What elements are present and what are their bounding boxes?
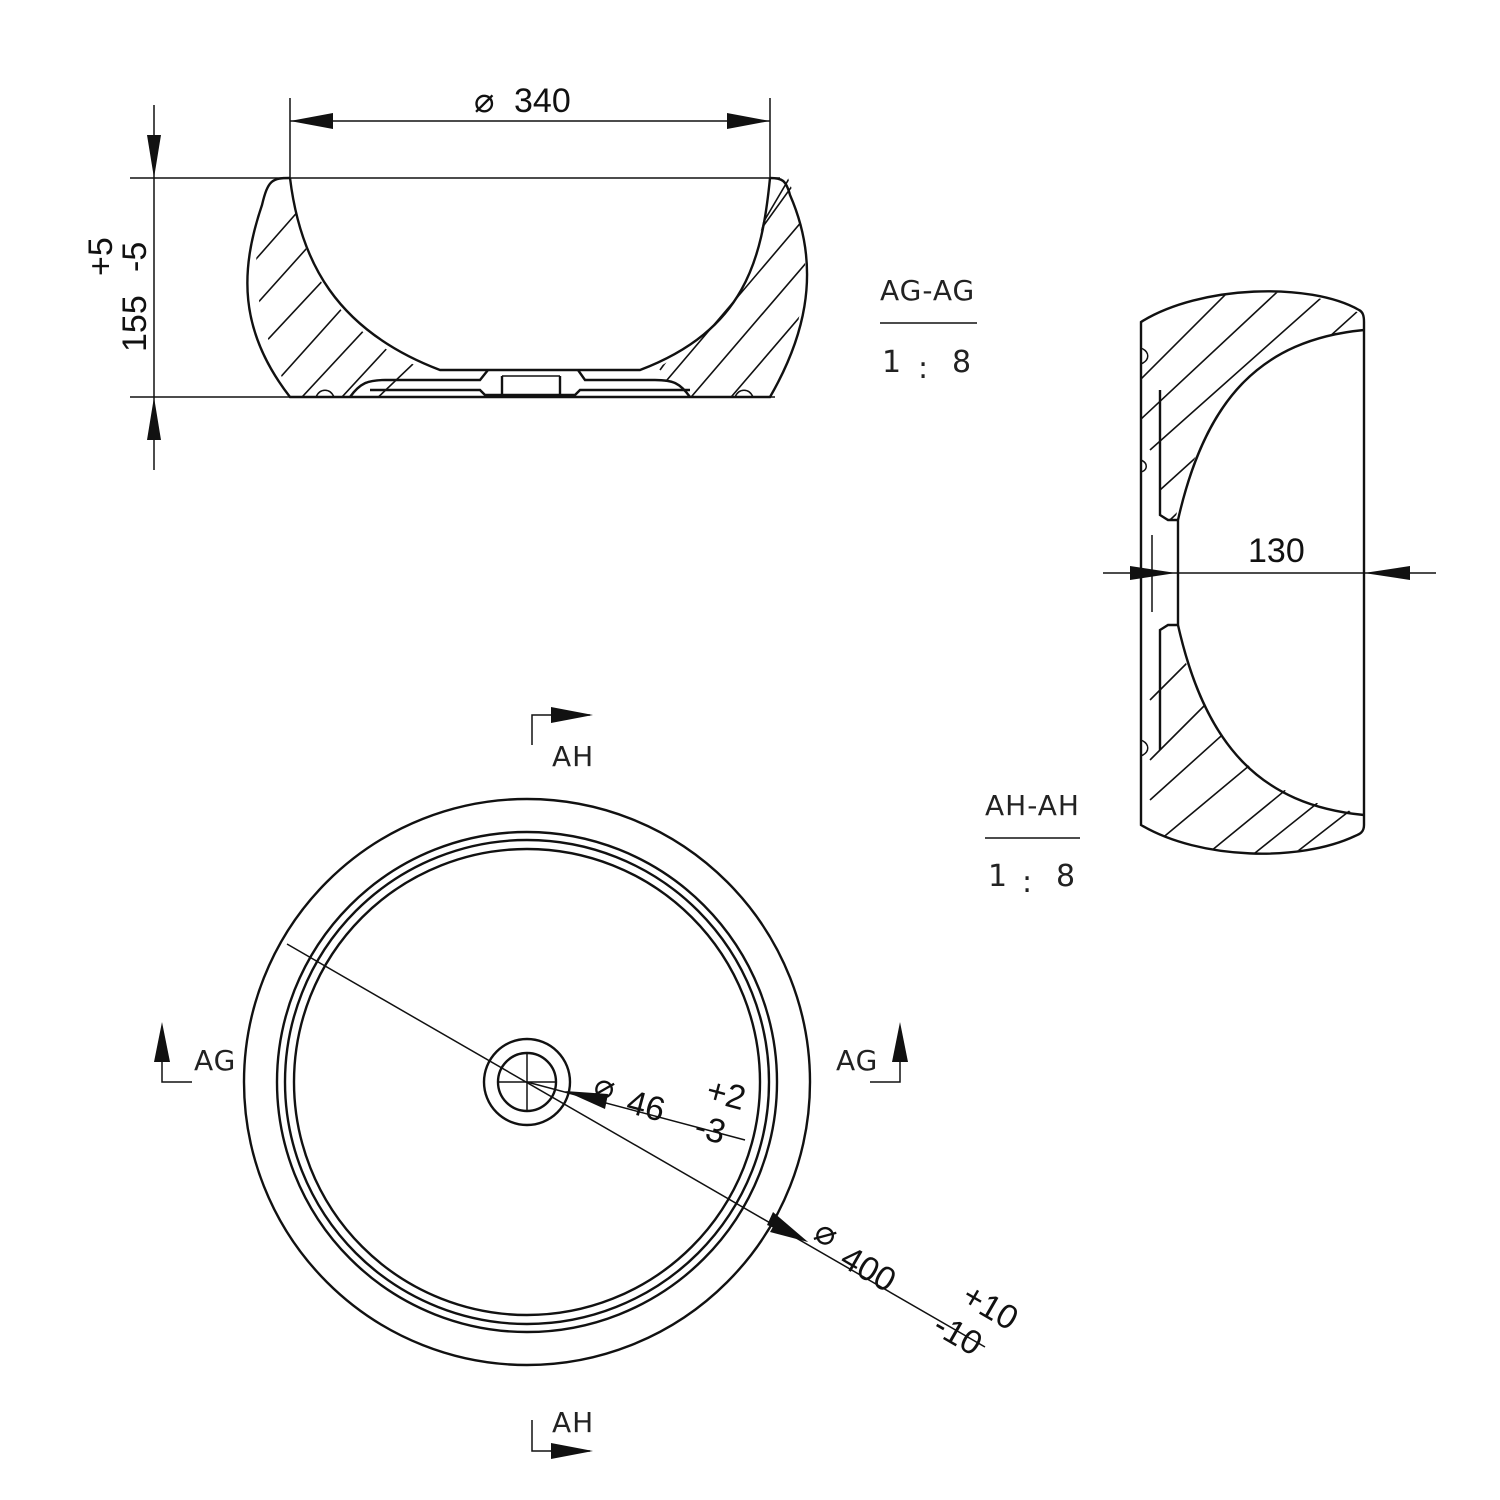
outer-rim-circle bbox=[242, 797, 812, 1367]
dim-line-400 bbox=[286, 943, 986, 1348]
marker-ag-right-label: AG bbox=[836, 1044, 878, 1077]
drain-tol-lower: -3 bbox=[691, 1107, 730, 1152]
rim-inner-circle bbox=[275, 830, 779, 1334]
dim-line-46 bbox=[526, 1081, 746, 1141]
section-ah-scale-8: 8 bbox=[1056, 859, 1075, 894]
section-ag-scale-8: 8 bbox=[952, 345, 971, 380]
base-detail-right bbox=[577, 369, 691, 398]
section-ah-title: AH-AH bbox=[985, 789, 1080, 822]
drain-diameter-symbol: ⌀ bbox=[590, 1066, 620, 1108]
section-ah-scale-colon: : bbox=[1022, 865, 1032, 900]
basin-side-outer bbox=[1139, 290, 1366, 855]
marker-ah-top-label: AH bbox=[552, 740, 594, 773]
basin-inner-bowl bbox=[288, 177, 772, 372]
section-marker-ag-right: AG bbox=[836, 1022, 908, 1083]
base-detail-left bbox=[349, 369, 489, 398]
diameter-symbol: ⌀ bbox=[474, 82, 494, 120]
hatch-left bbox=[256, 178, 430, 397]
section-marker-ah-top: AH bbox=[531, 707, 594, 773]
basin-outer-profile bbox=[246, 176, 809, 399]
section-marker-ag-left: AG bbox=[154, 1022, 236, 1083]
outer-diameter-label: 400 bbox=[834, 1239, 902, 1300]
marker-ah-bottom-label: AH bbox=[552, 1406, 594, 1439]
drain-diameter-label: 46 bbox=[623, 1083, 669, 1129]
section-ah-scale-1: 1 bbox=[988, 859, 1007, 894]
base-recess-line bbox=[370, 388, 690, 397]
drain-outer-circle bbox=[482, 1037, 572, 1127]
section-ag-title: AG-AG bbox=[880, 274, 975, 307]
marker-ag-left-label: AG bbox=[194, 1044, 236, 1077]
foot-right bbox=[734, 389, 754, 398]
section-marker-ah-bottom: AH bbox=[531, 1406, 594, 1459]
dim-label-340: 340 bbox=[514, 82, 571, 120]
section-ag-scale-colon: : bbox=[918, 351, 928, 386]
foot-left bbox=[315, 389, 335, 398]
dim-tol-lower-155: -5 bbox=[116, 242, 154, 272]
plan-view: ⌀ 46 +2 -3 ⌀ 400 +10 -10 AH AH A bbox=[154, 707, 1025, 1459]
drain-flange-top bbox=[1158, 390, 1178, 522]
dim-label-155: 155 bbox=[116, 295, 154, 352]
hatch-ah-bottom bbox=[1149, 639, 1364, 853]
section-ah-view: 130 AH-AH 1 : 8 bbox=[985, 290, 1436, 900]
dim-label-130: 130 bbox=[1248, 532, 1305, 570]
dim-tol-upper-155: +5 bbox=[82, 237, 120, 276]
section-ag-scale-1: 1 bbox=[882, 345, 901, 380]
bowl-edge-circle bbox=[283, 838, 771, 1326]
section-ag-view: ⌀ 340 155 -5 +5 AG-AG 1 : 8 bbox=[82, 82, 977, 470]
bowl-inner-circle bbox=[292, 847, 762, 1317]
hatch-ah-top bbox=[1141, 292, 1364, 520]
